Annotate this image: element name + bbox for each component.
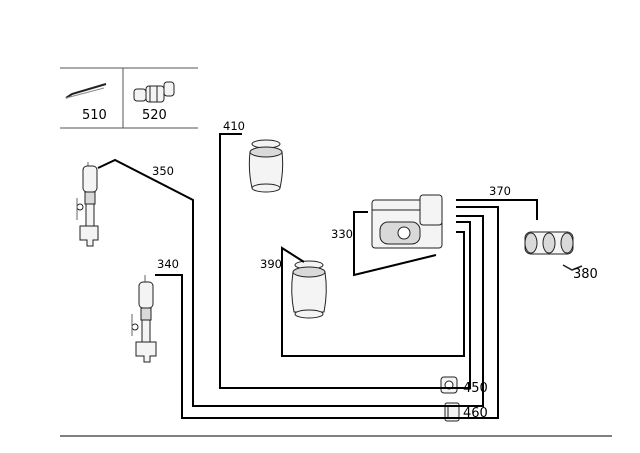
hex-key-icon [65,83,107,99]
rear-air-strut-icon [131,275,157,363]
part-number-520: 520 [142,108,167,123]
front-air-strut-icon [76,162,99,247]
air-spring-410-icon [248,139,284,193]
air-spring-390-icon [291,260,327,319]
part-number-410: 410 [223,119,245,133]
part-number-460: 460 [463,406,488,421]
part-number-450: 450 [463,381,488,396]
part-number-390: 390 [260,257,282,271]
part-number-340: 340 [157,257,179,271]
air-line-390 [281,231,465,357]
air-compressor-icon [371,194,443,249]
part-number-350: 350 [152,164,174,178]
air-line-340 [155,206,499,419]
part-number-510: 510 [82,108,107,123]
valve-block-icon [524,231,574,255]
air-line-350 [97,158,484,407]
adapter-tool-icon [133,81,175,103]
connector-clip-icon [562,264,583,271]
part-number-380: 380 [573,267,598,282]
air-line-370 [456,199,538,220]
bracket-clamp-icon [440,376,458,394]
part-number-330: 330 [331,227,353,241]
air-line-330 [353,211,437,277]
tools-inset-box [60,67,198,129]
retaining-clip-icon [444,402,460,422]
air-line-410 [219,133,471,389]
part-number-370: 370 [489,184,511,198]
